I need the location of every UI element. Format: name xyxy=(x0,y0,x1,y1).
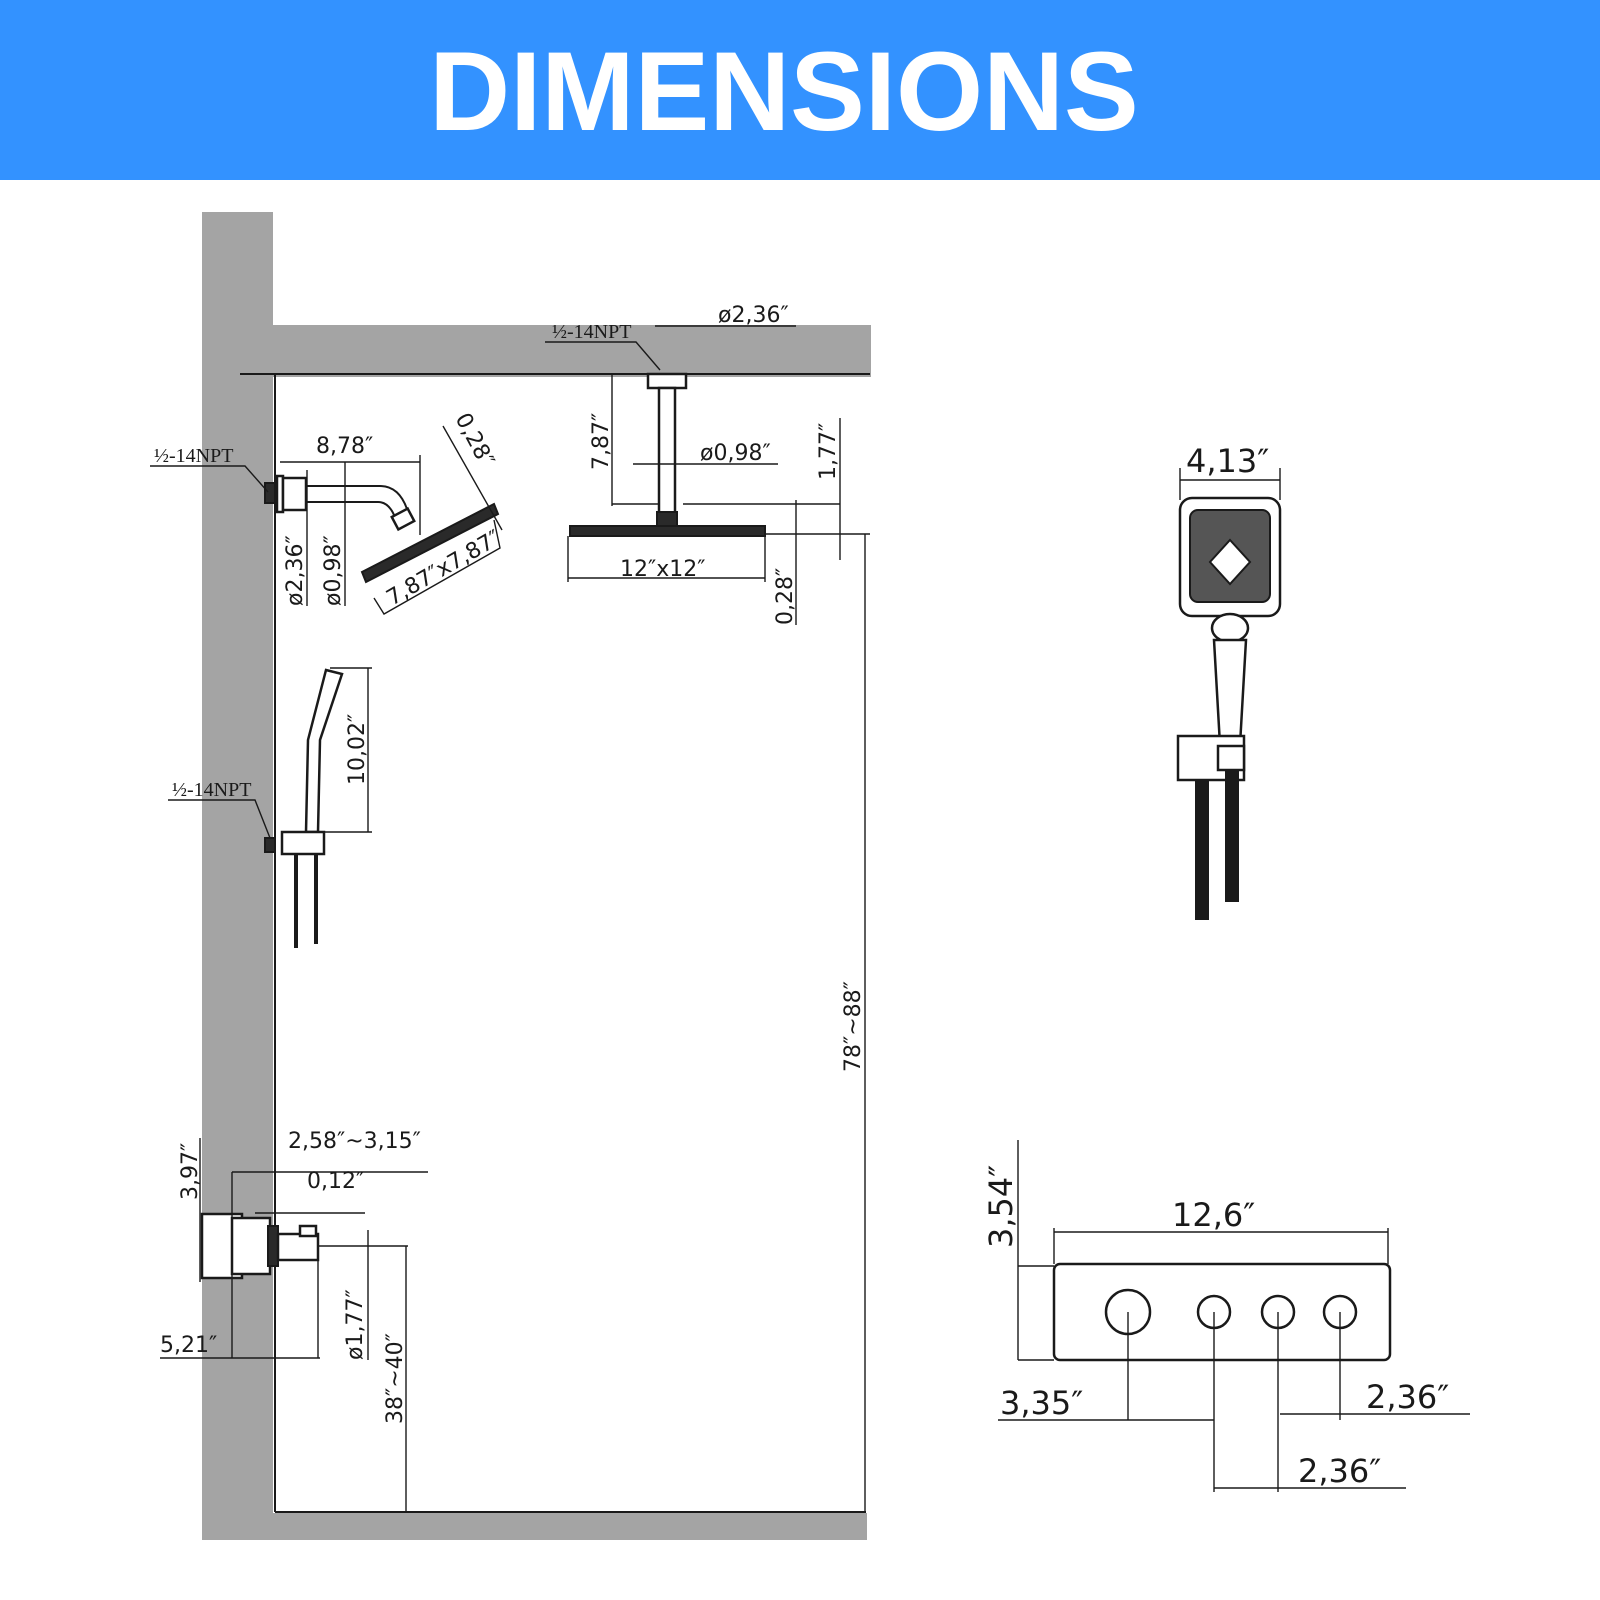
valve-depth-label: 2,58″~3,15″ xyxy=(288,1129,421,1154)
wall-flange-dia-label: ø2,36″ xyxy=(283,535,308,606)
valve-height-from-floor-label: 38″~40″ xyxy=(383,1333,408,1424)
rain-head-size-label: 12″x12″ xyxy=(620,557,705,582)
npt-handheld-label: ½-14NPT xyxy=(172,779,251,801)
page-title: DIMENSIONS xyxy=(429,29,1138,154)
valve-side-view xyxy=(160,1138,428,1512)
valve-total-depth-label: 5,21″ xyxy=(160,1333,217,1358)
trim-plate xyxy=(998,1140,1470,1492)
ceiling-arm-length-label: 7,87″ xyxy=(589,413,614,470)
trim-right-spacing-label: 2,36″ xyxy=(1366,1378,1449,1416)
wall-arm-dia-label: ø0,98″ xyxy=(321,535,346,606)
handheld-length-label: 10,02″ xyxy=(345,714,370,785)
wall-section xyxy=(202,212,871,1540)
npt-ceiling-label: ½-14NPT xyxy=(552,321,631,343)
valve-offset-label: 0,12″ xyxy=(307,1169,364,1194)
handheld-side-view xyxy=(168,667,372,948)
ceiling-drop-label: 1,77″ xyxy=(816,423,841,480)
handheld-front-view xyxy=(1176,468,1282,920)
ceiling-flange-dia-label: ø2,36″ xyxy=(718,303,789,328)
trim-width-label: 12,6″ xyxy=(1172,1196,1255,1234)
ceiling-shower xyxy=(545,325,870,625)
trim-bottom-spacing-label: 2,36″ xyxy=(1298,1452,1381,1490)
header-bar xyxy=(0,0,1600,180)
valve-outlet-dia-label: ø1,77″ xyxy=(343,1289,368,1360)
ceiling-arm-dia-label: ø0,98″ xyxy=(700,441,771,466)
npt-wall-arm-label: ½-14NPT xyxy=(154,445,233,467)
handheld-width-label: 4,13″ xyxy=(1186,442,1269,480)
trim-height-label: 3,54″ xyxy=(982,1165,1020,1248)
wall-head-thickness-label: 0,28″ xyxy=(450,409,499,471)
valve-height-label: 3,97″ xyxy=(178,1143,203,1200)
rain-head-thickness-label: 0,28″ xyxy=(773,568,798,625)
wall-arm-length-label: 8,78″ xyxy=(316,434,373,459)
trim-left-offset-label: 3,35″ xyxy=(1000,1384,1083,1422)
ceiling-height-label: 78″~88″ xyxy=(841,981,866,1072)
wall-arm-shower xyxy=(150,425,503,615)
